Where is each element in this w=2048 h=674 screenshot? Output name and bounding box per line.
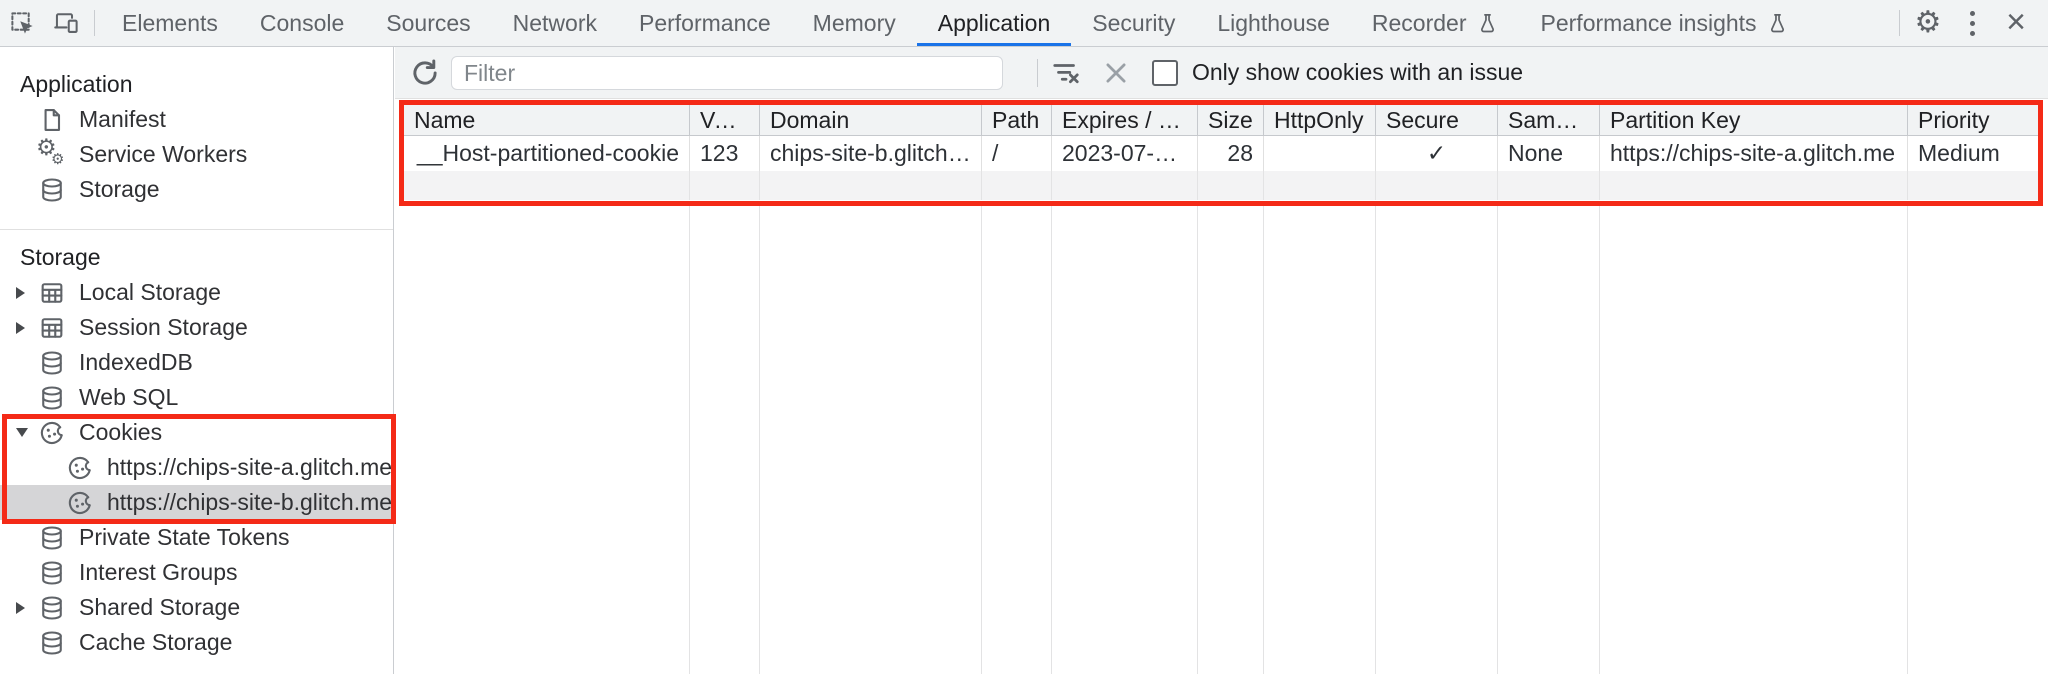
sidebar-item-local-storage[interactable]: Local Storage bbox=[0, 275, 393, 310]
cookie-name-cell: __Host-partitioned-cookie bbox=[404, 136, 690, 171]
tab-console[interactable]: Console bbox=[259, 9, 345, 36]
application-sidebar: Application Manifest ⚙⚙ Service Workers … bbox=[0, 47, 394, 674]
more-menu-icon[interactable] bbox=[1950, 0, 1994, 46]
column-header-name[interactable]: Name bbox=[404, 105, 690, 136]
expand-arrow-icon[interactable] bbox=[16, 601, 38, 614]
cookie-samesite-cell: None bbox=[1498, 136, 1600, 171]
cookie-domain-cell: chips-site-b.glitch.me bbox=[760, 136, 982, 171]
clear-icon[interactable] bbox=[1101, 58, 1131, 88]
cookie-value-cell: 123 bbox=[690, 136, 760, 171]
tab-recorder[interactable]: Recorder bbox=[1351, 0, 1520, 46]
tab-memory[interactable]: Memory bbox=[812, 9, 896, 36]
inspect-icon[interactable] bbox=[0, 0, 44, 46]
tab-security[interactable]: Security bbox=[1092, 9, 1176, 36]
cookie-path-cell: / bbox=[982, 136, 1052, 171]
sidebar-section-application: Application bbox=[20, 71, 133, 97]
toolbar-divider bbox=[1037, 59, 1038, 87]
tab-performance[interactable]: Performance bbox=[639, 9, 771, 36]
cookie-priority-cell: Medium bbox=[1918, 140, 2000, 166]
column-header-domain[interactable]: Domain bbox=[760, 105, 982, 136]
sidebar-item-storage[interactable]: Storage bbox=[0, 172, 393, 207]
column-header-httponly[interactable]: HttpOnly bbox=[1264, 105, 1376, 136]
tab-performance-insights[interactable]: Performance insights bbox=[1520, 0, 1810, 46]
cookie-table-grid-background bbox=[404, 206, 2038, 674]
sidebar-item-web-sql[interactable]: Web SQL bbox=[0, 380, 393, 415]
cookie-icon bbox=[66, 454, 94, 482]
sidebar-item-indexeddb[interactable]: IndexedDB bbox=[0, 345, 393, 380]
column-header-expires[interactable]: Expires / M... bbox=[1052, 105, 1198, 136]
cookie-expires-cell: 2023-07-07... bbox=[1052, 136, 1198, 171]
sidebar-item-shared-storage[interactable]: Shared Storage bbox=[0, 590, 393, 625]
close-icon[interactable]: × bbox=[2006, 2, 2026, 41]
column-header-priority[interactable]: Priority bbox=[1908, 105, 2038, 136]
shared-storage-icon bbox=[38, 594, 66, 622]
tab-lighthouse[interactable]: Lighthouse bbox=[1217, 9, 1330, 36]
cookie-table-row[interactable]: __Host-partitioned-cookie 123 chips-site… bbox=[404, 136, 2038, 171]
device-toolbar-icon[interactable] bbox=[44, 0, 88, 46]
devtools-tab-bar: Elements Console Sources Network Perform… bbox=[0, 0, 2048, 47]
cookie-size-cell: 28 bbox=[1198, 136, 1264, 171]
sidebar-item-cookies-site-b[interactable]: https://chips-site-b.glitch.me bbox=[0, 485, 393, 520]
column-header-value[interactable]: Value bbox=[690, 105, 760, 136]
column-header-samesite[interactable]: SameSite bbox=[1498, 105, 1600, 136]
interest-groups-icon bbox=[38, 559, 66, 587]
expand-arrow-icon[interactable] bbox=[16, 286, 38, 299]
expand-arrow-icon[interactable] bbox=[16, 321, 38, 334]
annotation-cookie-table: Name Value Domain Path Expires / M... Si… bbox=[399, 100, 2043, 206]
service-workers-icon: ⚙⚙ bbox=[36, 134, 65, 168]
column-header-size[interactable]: Size bbox=[1198, 105, 1264, 136]
web-sql-icon bbox=[38, 384, 66, 412]
sidebar-divider bbox=[0, 229, 393, 230]
sidebar-section-storage: Storage bbox=[20, 244, 101, 270]
manifest-icon bbox=[38, 106, 66, 134]
cookie-table-empty-row bbox=[404, 171, 2038, 200]
cache-storage-icon bbox=[38, 629, 66, 657]
only-issue-cookies-label: Only show cookies with an issue bbox=[1192, 59, 1524, 85]
filter-input[interactable] bbox=[451, 56, 1003, 90]
column-header-path[interactable]: Path bbox=[982, 105, 1052, 136]
sidebar-item-session-storage[interactable]: Session Storage bbox=[0, 310, 393, 345]
cookie-icon bbox=[66, 489, 94, 517]
cookie-secure-cell: ✓ bbox=[1376, 136, 1498, 171]
flask-icon bbox=[1766, 12, 1789, 35]
indexeddb-icon bbox=[38, 349, 66, 377]
tab-network[interactable]: Network bbox=[512, 9, 597, 36]
cookie-table-header: Name Value Domain Path Expires / M... Si… bbox=[404, 105, 2038, 136]
local-storage-icon bbox=[38, 279, 66, 307]
cookie-httponly-cell bbox=[1264, 136, 1376, 171]
private-state-tokens-icon bbox=[38, 524, 66, 552]
sidebar-item-cookies[interactable]: Cookies bbox=[0, 415, 393, 450]
sidebar-item-interest-groups[interactable]: Interest Groups bbox=[0, 555, 393, 590]
settings-gear-icon[interactable]: ⚙ bbox=[1914, 5, 1942, 40]
tab-sources[interactable]: Sources bbox=[386, 9, 471, 36]
column-header-partition-key[interactable]: Partition Key bbox=[1600, 105, 1908, 136]
sidebar-item-private-state-tokens[interactable]: Private State Tokens bbox=[0, 520, 393, 555]
collapse-arrow-icon[interactable] bbox=[16, 428, 38, 437]
only-issue-cookies-checkbox[interactable] bbox=[1152, 60, 1178, 86]
tab-application[interactable]: Application bbox=[916, 0, 1072, 46]
sidebar-item-service-workers[interactable]: ⚙⚙ Service Workers bbox=[36, 134, 248, 168]
column-header-secure[interactable]: Secure bbox=[1376, 105, 1498, 136]
sidebar-item-manifest[interactable]: Manifest bbox=[0, 102, 393, 137]
sidebar-item-cookies-site-a[interactable]: https://chips-site-a.glitch.me bbox=[0, 450, 393, 485]
session-storage-icon bbox=[38, 314, 66, 342]
tab-elements[interactable]: Elements bbox=[122, 9, 218, 36]
toolbar-divider bbox=[94, 10, 95, 36]
storage-icon bbox=[38, 176, 66, 204]
clear-filter-icon[interactable] bbox=[1051, 58, 1081, 88]
sidebar-item-cache-storage[interactable]: Cache Storage bbox=[0, 625, 393, 660]
refresh-icon[interactable] bbox=[409, 57, 441, 89]
cookies-toolbar: Only show cookies with an issue bbox=[395, 47, 2048, 99]
toolbar-divider bbox=[1899, 10, 1900, 36]
flask-icon bbox=[1476, 12, 1499, 35]
cookie-partition-key-cell: https://chips-site-a.glitch.me bbox=[1600, 136, 1908, 171]
topbar-right-controls: ⚙ × bbox=[1893, 0, 2048, 46]
cookie-icon bbox=[38, 419, 66, 447]
